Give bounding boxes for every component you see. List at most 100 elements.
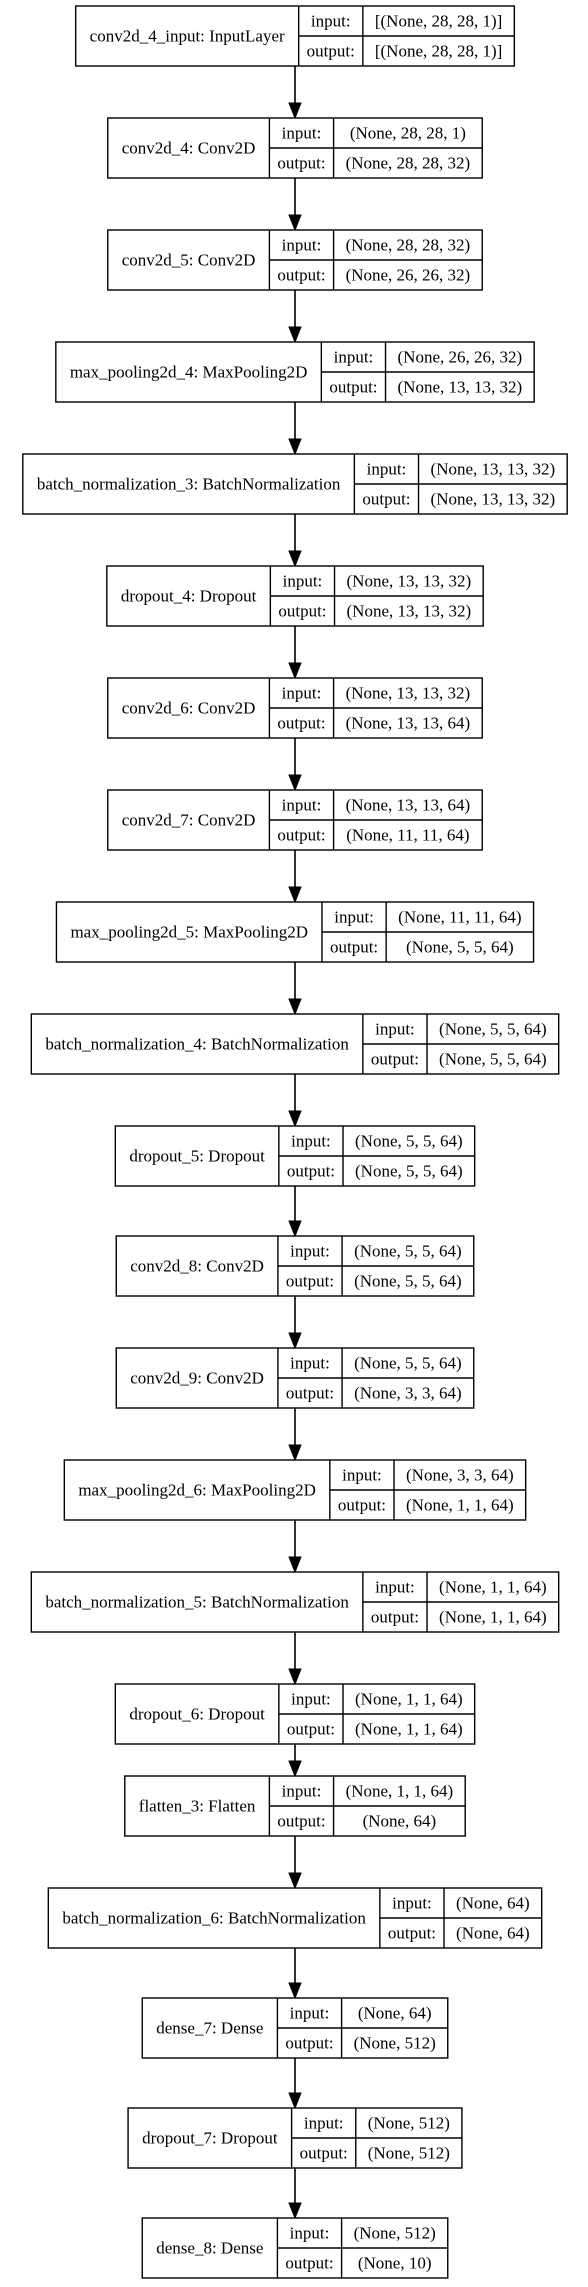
output-label: output: (388, 1924, 436, 1943)
input-shape: (None, 64) (358, 2004, 432, 2023)
layer-node: conv2d_6: Conv2D input: output: (None, 13, … (107, 677, 483, 739)
output-label: output: (362, 490, 410, 509)
input-shape: (None, 13, 13, 32) (347, 572, 472, 591)
input-label: input: (282, 1782, 322, 1801)
output-label: output: (371, 1608, 419, 1627)
layer-node: flatten_3: Flatten input: output: (None, 1,… (124, 1775, 466, 1837)
layer-name: max_pooling2d_6: MaxPooling2D (78, 1481, 316, 1500)
layer-node: batch_normalization_4: BatchNormalizatio… (30, 1013, 560, 1075)
output-label: output: (287, 1720, 335, 1739)
input-label: input: (291, 1690, 331, 1709)
output-shape: (None, 5, 5, 64) (406, 938, 514, 957)
input-label: input: (342, 1466, 382, 1485)
input-shape: (None, 11, 11, 64) (398, 908, 521, 927)
input-label: input: (282, 236, 322, 255)
output-shape: (None, 1, 1, 64) (439, 1608, 547, 1627)
output-label: output: (277, 714, 325, 733)
arrowhead-icon (288, 326, 302, 344)
input-label: input: (283, 572, 323, 591)
output-label: output: (287, 1162, 335, 1181)
output-shape: (None, 13, 13, 32) (398, 378, 523, 397)
output-shape: (None, 26, 26, 32) (346, 266, 471, 285)
input-label: input: (375, 1578, 415, 1597)
output-label: output: (285, 2034, 333, 2053)
layer-node: dropout_6: Dropout input: output: (None, 1,… (114, 1683, 476, 1745)
output-label: output: (277, 1812, 325, 1831)
layer-name: conv2d_5: Conv2D (122, 251, 256, 270)
output-shape: (None, 5, 5, 64) (439, 1050, 547, 1069)
layer-name: conv2d_8: Conv2D (130, 1257, 264, 1276)
layer-name: conv2d_6: Conv2D (122, 699, 256, 718)
layer-name: batch_normalization_5: BatchNormalizatio… (45, 1593, 349, 1612)
layer-node: max_pooling2d_5: MaxPooling2Dinput:outpu… (55, 901, 535, 963)
input-label: input: (304, 2114, 344, 2133)
input-shape: (None, 512) (354, 2224, 436, 2243)
arrowhead-icon (288, 1110, 302, 1128)
output-shape: (None, 1, 1, 64) (355, 1720, 463, 1739)
input-shape: (None, 1, 1, 64) (439, 1578, 547, 1597)
input-shape: (None, 1, 1, 64) (346, 1782, 454, 1801)
arrowhead-icon (288, 550, 302, 568)
input-shape: (None, 1, 1, 64) (355, 1690, 463, 1709)
arrowhead-icon (288, 214, 302, 232)
input-shape: (None, 28, 28, 1) (350, 124, 466, 143)
output-shape: (None, 10) (358, 2254, 432, 2273)
layer-node: max_pooling2d_4: MaxPooling2Dinput:outpu… (55, 341, 535, 403)
arrowhead-icon (288, 662, 302, 680)
layer-node: dropout_4: Dropout input: output: (None, 13… (106, 565, 484, 627)
input-label: input: (291, 1132, 331, 1151)
arrowhead-icon (288, 1556, 302, 1574)
layer-name: dropout_4: Dropout (121, 587, 257, 606)
arrowhead-icon (288, 1444, 302, 1462)
output-shape: (None, 13, 13, 32) (431, 490, 556, 509)
output-label: output: (338, 1496, 386, 1515)
layer-node: conv2d_5: Conv2D input: output: (None, 28, … (107, 229, 483, 291)
output-shape: (None, 13, 13, 64) (346, 714, 471, 733)
layer-node: conv2d_8: Conv2D input: output: (None, 5, 5… (115, 1235, 475, 1297)
input-shape: (None, 64) (456, 1894, 530, 1913)
output-label: output: (277, 266, 325, 285)
layer-name: conv2d_4_input: InputLayer (90, 27, 285, 46)
layer-name: max_pooling2d_5: MaxPooling2D (70, 923, 308, 942)
layer-name: conv2d_9: Conv2D (130, 1369, 264, 1388)
layer-name: dropout_6: Dropout (129, 1705, 265, 1724)
output-label: output: (278, 602, 326, 621)
input-shape: (None, 13, 13, 64) (346, 796, 471, 815)
output-shape: (None, 5, 5, 64) (354, 1272, 462, 1291)
output-shape: (None, 11, 11, 64) (346, 826, 469, 845)
layer-name: flatten_3: Flatten (139, 1797, 256, 1816)
layer-node: batch_normalization_6: BatchNormalizatio… (47, 1887, 543, 1949)
input-label: input: (290, 2004, 330, 2023)
input-shape: (None, 13, 13, 32) (431, 460, 556, 479)
layer-node: batch_normalization_3: BatchNormalizatio… (22, 453, 568, 515)
output-shape: (None, 512) (354, 2034, 436, 2053)
layer-name: dropout_5: Dropout (129, 1147, 265, 1166)
input-label: input: (375, 1020, 415, 1039)
layer-name: conv2d_4: Conv2D (122, 139, 256, 158)
arrowhead-icon (288, 998, 302, 1016)
output-shape: (None, 13, 13, 32) (347, 602, 472, 621)
input-label: input: (282, 684, 322, 703)
input-shape: (None, 28, 28, 32) (346, 236, 471, 255)
input-shape: (None, 5, 5, 64) (439, 1020, 547, 1039)
output-label: output: (277, 154, 325, 173)
arrowhead-icon (288, 2092, 302, 2110)
output-label: output: (286, 1272, 334, 1291)
input-label: input: (290, 1242, 330, 1261)
layer-node: batch_normalization_5: BatchNormalizatio… (30, 1571, 560, 1633)
arrowhead-icon (288, 1982, 302, 2000)
input-shape: (None, 5, 5, 64) (354, 1354, 462, 1373)
layer-name: batch_normalization_6: BatchNormalizatio… (62, 1909, 366, 1928)
arrowhead-icon (288, 1220, 302, 1238)
arrowhead-icon (288, 438, 302, 456)
input-shape: (None, 3, 3, 64) (406, 1466, 514, 1485)
output-shape: (None, 64) (363, 1812, 437, 1831)
arrowhead-icon (288, 774, 302, 792)
